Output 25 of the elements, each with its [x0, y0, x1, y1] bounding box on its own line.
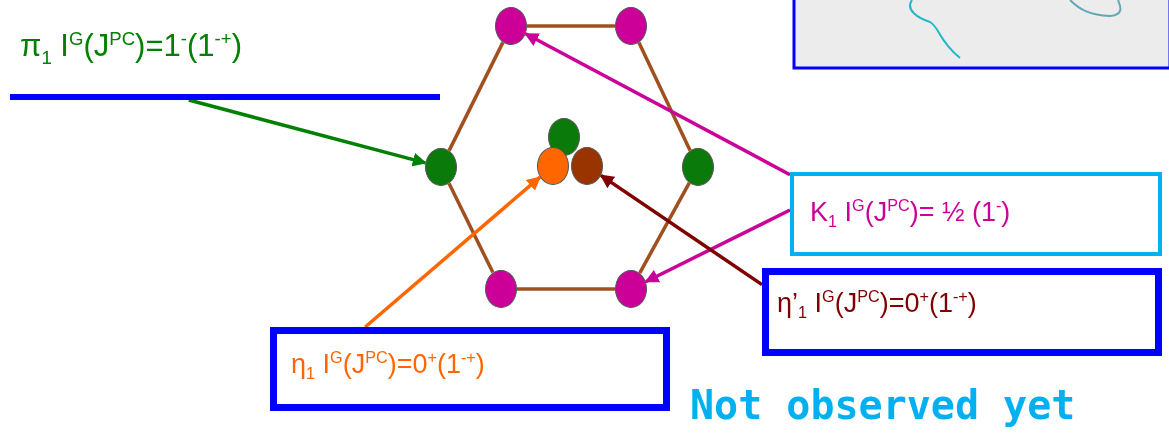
- label-box: K$_{1}$ I$^{G}$(J$^{PC}$)= ½ (1$^{-}$): [790, 172, 1162, 256]
- meson-circle: [682, 148, 714, 186]
- meson-circle: [485, 270, 517, 308]
- label-box: η’$_{1}$ I$^{G}$(J$^{PC}$)=0$^{+}$(1$^{-+}$): [762, 268, 1162, 356]
- underlined-label: π$_{1}$ I$^{G}$(J$^{PC}$)=1$^{-}$(1$^{-+}$): [10, 28, 440, 100]
- meson-circle: [548, 118, 580, 156]
- meson-circle: [495, 7, 527, 45]
- hexagon-edge: [638, 182, 691, 274]
- arrow: [524, 32, 791, 177]
- meson-circle: [615, 7, 647, 45]
- arrow: [644, 208, 791, 284]
- meson-circle: [571, 147, 603, 185]
- hexagon-edge: [527, 24, 615, 28]
- hexagon-edge: [637, 41, 692, 152]
- meson-circle: [425, 148, 457, 186]
- meson-circle: [537, 147, 569, 185]
- arrow: [599, 173, 763, 287]
- hexagon-edge: [447, 182, 495, 274]
- label-box: η$_{1}$ I$^{G}$(J$^{PC}$)=0$^{+}$(1$^{-+}$): [270, 327, 670, 411]
- note-text: Not observed yet: [690, 382, 1076, 428]
- hexagon-edge: [517, 287, 615, 291]
- hexagon-edge: [447, 41, 505, 152]
- arrow: [188, 98, 427, 167]
- arrow: [364, 175, 542, 329]
- meson-circle: [615, 270, 647, 308]
